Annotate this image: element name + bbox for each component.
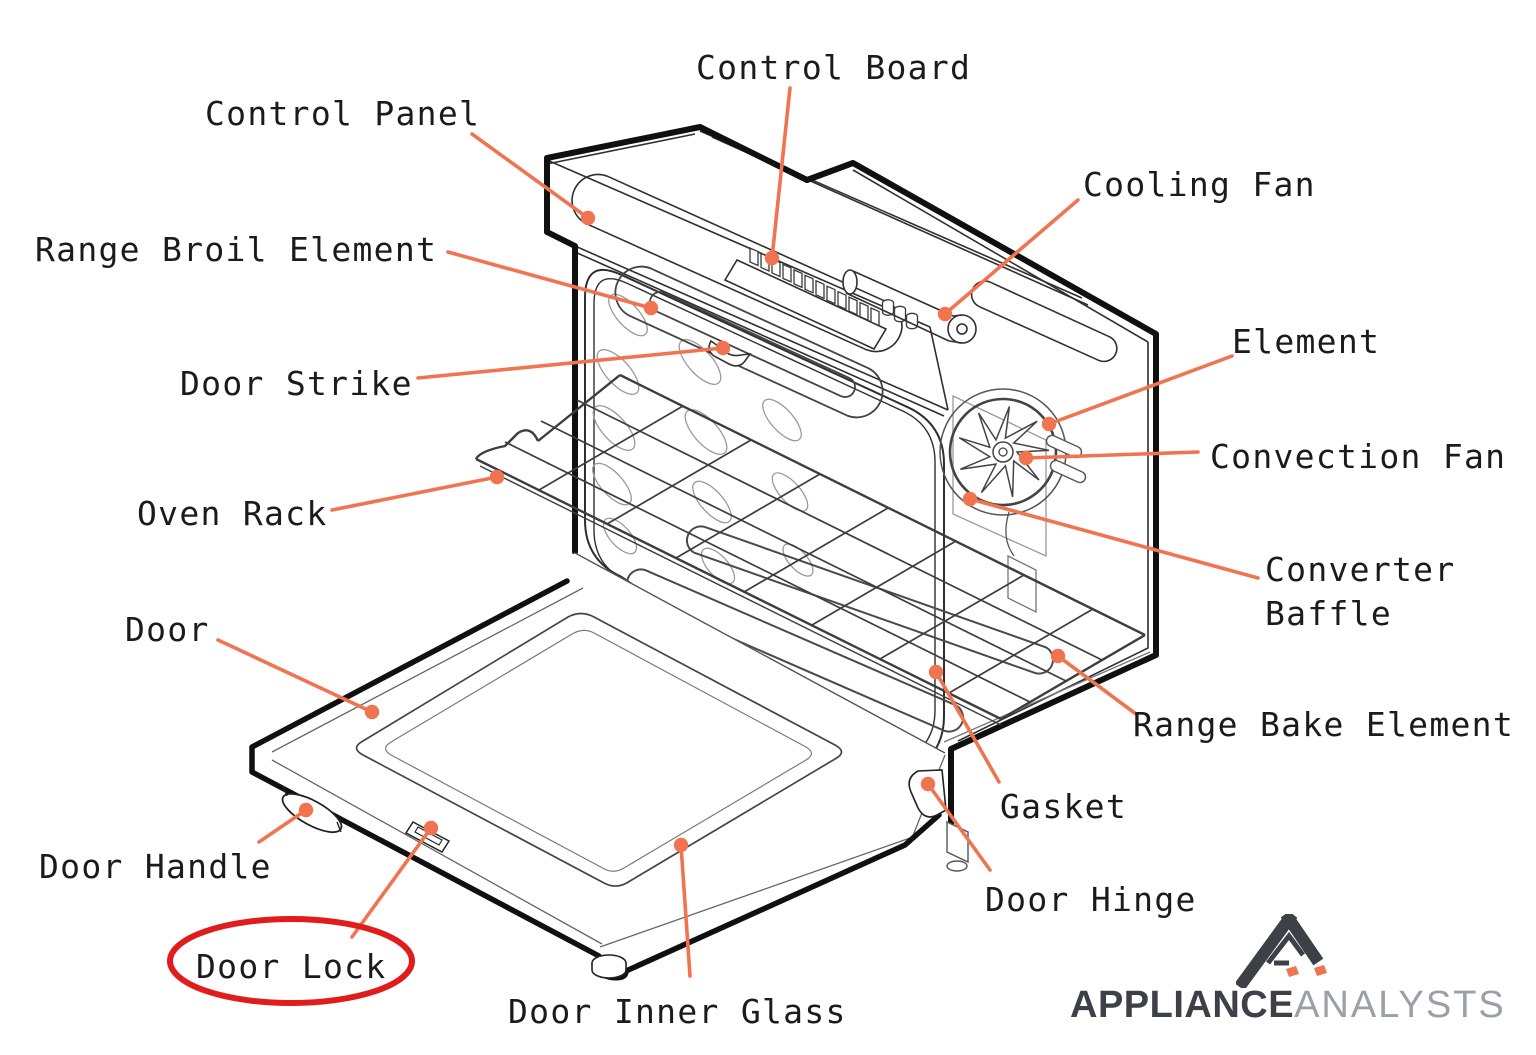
door-inner-glass-shape — [355, 612, 843, 887]
convection-fan-assembly — [939, 388, 1087, 558]
control-panel-shape — [546, 159, 1118, 417]
leader-door-strike — [416, 346, 725, 380]
door-lock-highlight-ellipse — [167, 916, 415, 1006]
label-door-handle: Door Handle — [39, 847, 272, 886]
label-range-broil-element: Range Broil Element — [35, 230, 438, 269]
cooling-fan-shape — [842, 269, 977, 344]
logo-text-appliance: APPLIANCE — [1070, 984, 1295, 1026]
oven-door-shape — [249, 552, 946, 981]
oven-body-outline — [544, 124, 1159, 827]
label-converter-baffle-line2: Baffle — [1265, 593, 1393, 633]
logo-wordmark: APPLIANCEANALYSTS — [1070, 984, 1506, 1027]
leader-control-panel — [470, 132, 590, 220]
label-range-bake-element: Range Bake Element — [1133, 705, 1515, 744]
leader-door-lock — [350, 826, 433, 939]
logo-text-analysts: ANALYSTS — [1294, 984, 1506, 1026]
dot-oven-rack — [489, 469, 505, 485]
dot-range-bake-element — [1050, 648, 1066, 664]
label-converter-baffle: Converter Baffle — [1265, 548, 1456, 635]
label-door-lock: Door Lock — [196, 947, 387, 986]
cavity-wall-embossings — [592, 293, 814, 585]
appliance-analysts-logo: APPLIANCEANALYSTS — [1058, 910, 1536, 1040]
leader-control-board — [770, 86, 792, 260]
dot-gasket — [928, 664, 944, 680]
label-door-inner-glass: Door Inner Glass — [508, 992, 847, 1031]
dot-range-broil-element — [643, 300, 659, 316]
dot-door-hinge — [920, 776, 936, 792]
dot-door — [364, 704, 380, 720]
label-control-panel: Control Panel — [205, 94, 481, 133]
leader-gasket — [934, 670, 1001, 784]
dot-control-panel — [580, 210, 596, 226]
leader-cooling-fan — [943, 198, 1080, 316]
dot-door-strike — [715, 340, 731, 356]
leader-door — [216, 638, 374, 714]
dot-door-lock — [423, 820, 439, 836]
dot-converter-baffle — [962, 491, 978, 507]
dot-door-inner-glass — [673, 837, 689, 853]
leader-lines — [216, 86, 1260, 978]
dot-element — [1041, 416, 1057, 432]
label-control-board: Control Board — [696, 48, 972, 87]
leader-door-hinge — [926, 782, 992, 872]
label-convection-fan: Convection Fan — [1210, 437, 1507, 476]
label-door-hinge: Door Hinge — [985, 880, 1197, 919]
leader-element — [1047, 354, 1234, 426]
label-gasket: Gasket — [1000, 787, 1128, 826]
logo-mountain-icon — [1236, 914, 1327, 988]
leader-oven-rack — [330, 475, 499, 512]
leader-range-bake-element — [1056, 654, 1138, 716]
dot-cooling-fan — [937, 306, 953, 322]
dot-convection-fan — [1018, 450, 1034, 466]
leader-door-inner-glass — [679, 843, 692, 978]
leader-dots — [298, 210, 1066, 853]
label-element: Element — [1232, 322, 1381, 361]
label-door-strike: Door Strike — [180, 364, 413, 403]
label-converter-baffle-line1: Converter — [1265, 550, 1456, 589]
dot-door-handle — [298, 802, 314, 818]
label-cooling-fan: Cooling Fan — [1083, 165, 1316, 204]
dot-control-board — [764, 250, 780, 266]
label-oven-rack: Oven Rack — [137, 494, 328, 533]
leader-converter-baffle — [968, 497, 1260, 580]
leader-range-broil-element — [446, 250, 653, 310]
door-hinge-shape — [908, 769, 969, 872]
oven-rack-shape — [474, 373, 1146, 726]
label-door: Door — [125, 610, 210, 649]
leader-convection-fan — [1024, 450, 1200, 460]
leader-door-handle — [257, 808, 308, 844]
door-lock-shape — [404, 821, 451, 853]
